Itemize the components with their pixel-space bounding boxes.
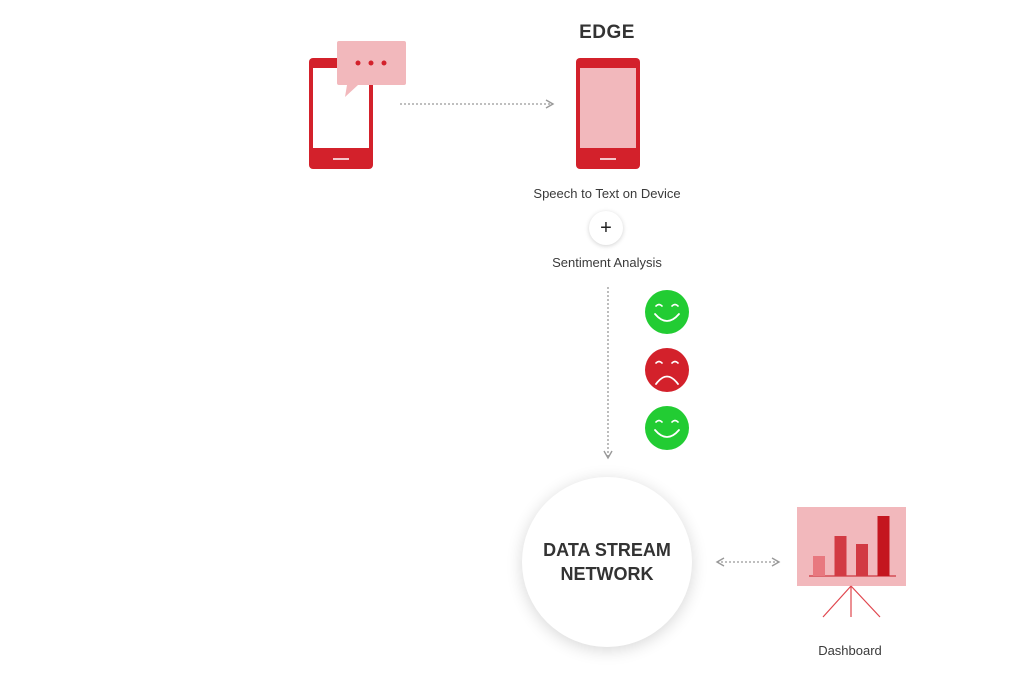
dashboard-bar <box>877 516 890 576</box>
dashboard-bar <box>813 556 825 576</box>
smiley-face-icon <box>645 406 689 450</box>
dashboard-bar <box>834 536 847 576</box>
data-stream-network-line1: DATA STREAM <box>543 540 671 560</box>
sentiment-analysis-label: Sentiment Analysis <box>552 255 662 270</box>
smiley-face-icon <box>645 290 689 334</box>
dashboard-bar <box>856 544 868 576</box>
data-stream-network-line2: NETWORK <box>560 564 654 584</box>
plus-symbol: + <box>600 217 612 239</box>
edge-phone-icon <box>576 58 640 169</box>
sad-face-icon <box>645 348 689 392</box>
plus-icon: + <box>589 211 623 245</box>
dashboard-label: Dashboard <box>818 643 882 658</box>
chat-bubble-icon <box>337 41 406 97</box>
presentation-board-icon <box>797 507 906 618</box>
speech-to-text-label: Speech to Text on Device <box>533 186 681 201</box>
edge-title: EDGE <box>579 22 635 43</box>
data-stream-network-node: DATA STREAM NETWORK <box>522 477 692 647</box>
